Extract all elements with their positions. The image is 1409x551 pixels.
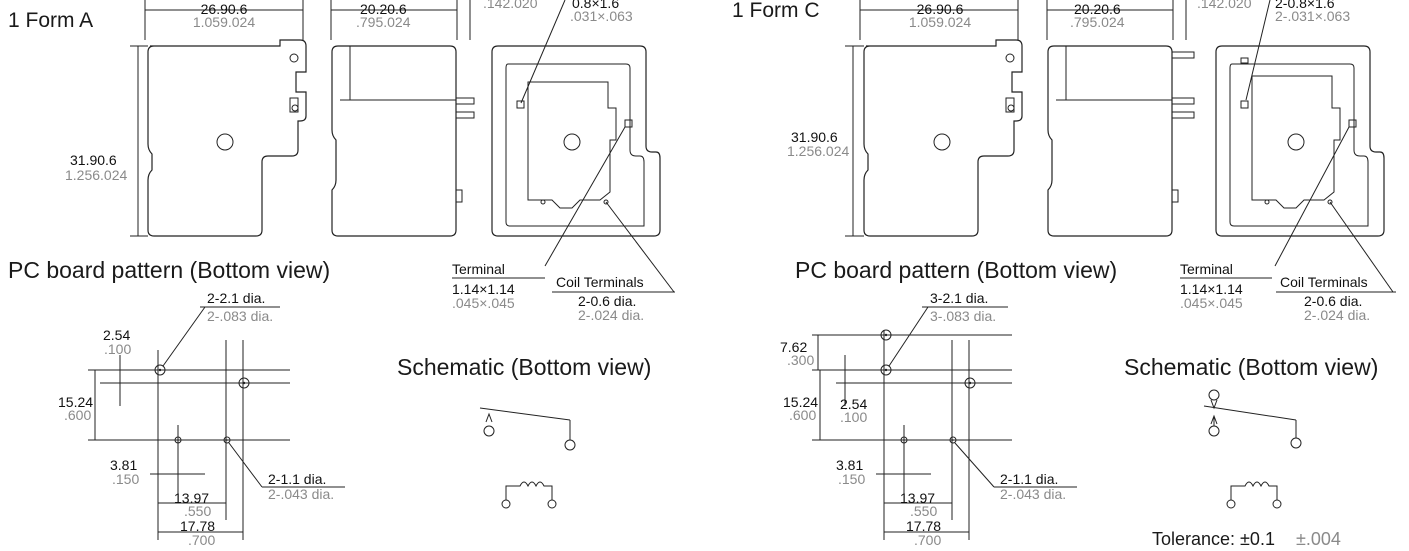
depth-in: .795.024 xyxy=(1070,14,1125,30)
schematic-title: Schematic (Bottom view) xyxy=(397,354,651,380)
pcb-pattern: 3-2.1 dia. 3-.083 dia. 7.62 .300 2.54 .1… xyxy=(780,290,1077,548)
panel-title: 1 Form C xyxy=(732,0,820,22)
hole-mm: 0.8×1.6 xyxy=(572,0,619,11)
d3-in: .150 xyxy=(112,471,139,487)
hole-small-mm: 2-1.1 dia. xyxy=(268,471,326,487)
terminal-mm: 1.14×1.14 xyxy=(452,281,515,297)
height-mm: 31.90.6 xyxy=(791,129,838,145)
d2-in: .600 xyxy=(789,407,816,423)
depth-in: .795.024 xyxy=(356,14,411,30)
schematic-title: Schematic (Bottom view) xyxy=(1124,354,1378,380)
height-mm: 31.90.6 xyxy=(70,152,117,168)
relay-front-view xyxy=(863,39,1023,237)
pcb-title: PC board pattern (Bottom view) xyxy=(795,257,1117,283)
d2-in: .600 xyxy=(64,407,91,423)
relay-side-view: 20.20.6 .795.024 .142.020 xyxy=(1046,0,1252,237)
coil-label: Coil Terminals xyxy=(556,274,644,290)
relay-bottom-view: 2-0.8×1.6 2-.031×.063 xyxy=(1215,0,1394,293)
small-dim-in: .142.020 xyxy=(483,0,538,11)
d5-mm: 17.78 xyxy=(180,518,215,534)
d1-mm: 2.54 xyxy=(103,327,130,343)
hole-small-in: 2-.043 dia. xyxy=(268,486,334,502)
d4-mm: 13.97 xyxy=(900,490,935,506)
terminal-in: .045×.045 xyxy=(452,295,515,311)
height-in: 1.256.024 xyxy=(787,143,849,159)
hole-mm: 2-0.8×1.6 xyxy=(1275,0,1335,11)
relay-bottom-view: 0.8×1.6 .031×.063 xyxy=(491,0,675,293)
hole-small-mm: 2-1.1 dia. xyxy=(1000,471,1058,487)
terminal-mm: 1.14×1.14 xyxy=(1180,281,1243,297)
hole-large-mm: 2-2.1 dia. xyxy=(207,290,265,306)
relay-side-view: 20.20.6 .795.024 .142.020 xyxy=(330,0,538,237)
terminal-callout: Terminal 1.14×1.14 .045×.045 xyxy=(452,261,545,311)
coil-mm: 2-0.6 dia. xyxy=(1304,293,1362,309)
hole-in: .031×.063 xyxy=(570,8,633,24)
d2-mm: 15.24 xyxy=(58,394,93,410)
d0-mm: 7.62 xyxy=(780,339,807,355)
hole-large-mm: 3-2.1 dia. xyxy=(930,290,988,306)
width-mm: 26.90.6 xyxy=(201,1,248,17)
d5-in: .700 xyxy=(188,532,215,548)
width-in: 1.059.024 xyxy=(909,14,971,30)
coil-mm: 2-0.6 dia. xyxy=(578,293,636,309)
d5-mm: 17.78 xyxy=(906,518,941,534)
d3-in: .150 xyxy=(838,471,865,487)
d0-in: .300 xyxy=(787,352,814,368)
d5-in: .700 xyxy=(914,532,941,548)
coil-callout: Coil Terminals 2-0.6 dia. 2-.024 dia. xyxy=(1276,274,1396,323)
height-in: 1.256.024 xyxy=(65,167,127,183)
height-dimension: 31.90.6 1.256.024 xyxy=(787,45,864,237)
coil-callout: Coil Terminals 2-0.6 dia. 2-.024 dia. xyxy=(552,274,675,323)
small-dim-in: .142.020 xyxy=(1197,0,1252,11)
width-dimension: 26.90.6 1.059.024 xyxy=(859,0,1019,40)
terminal-callout: Terminal 1.14×1.14 .045×.045 xyxy=(1180,261,1272,311)
d3-mm: 3.81 xyxy=(836,457,863,473)
tolerance-note: Tolerance: ±0.1 ±.004 xyxy=(1152,529,1341,549)
d4-in: .550 xyxy=(910,503,937,519)
width-dimension: 26.90.6 1.059.024 xyxy=(144,0,304,40)
coil-in: 2-.024 dia. xyxy=(578,307,644,323)
d4-mm: 13.97 xyxy=(174,490,209,506)
d1-in: .100 xyxy=(104,341,131,357)
pcb-title: PC board pattern (Bottom view) xyxy=(8,257,330,283)
d2-mm: 15.24 xyxy=(783,394,818,410)
width-in: 1.059.024 xyxy=(193,14,255,30)
hole-large-in: 2-.083 dia. xyxy=(207,308,273,324)
coil-in: 2-.024 dia. xyxy=(1304,307,1370,323)
panel-form-a: 1 Form A 26.90.6 1.059.024 31.90.6 1.256… xyxy=(8,0,675,548)
schematic: Schematic (Bottom view) xyxy=(397,354,651,509)
coil-label: Coil Terminals xyxy=(1280,274,1368,290)
relay-front-view xyxy=(147,39,307,237)
schematic: Schematic (Bottom view) xyxy=(1124,354,1378,509)
hole-small-in: 2-.043 dia. xyxy=(1000,486,1066,502)
d3-mm: 3.81 xyxy=(110,457,137,473)
d1-in: .100 xyxy=(840,409,867,425)
depth-mm: 20.20.6 xyxy=(1074,1,1121,17)
hole-in: 2-.031×.063 xyxy=(1275,8,1350,24)
terminal-label: Terminal xyxy=(1180,261,1233,277)
hole-large-in: 3-.083 dia. xyxy=(930,308,996,324)
terminal-label: Terminal xyxy=(452,261,505,277)
d1-mm: 2.54 xyxy=(840,396,867,412)
pcb-pattern: 2-2.1 dia. 2-.083 dia. 2.54 .100 15.24 .… xyxy=(58,290,345,548)
depth-mm: 20.20.6 xyxy=(360,1,407,17)
width-mm: 26.90.6 xyxy=(917,1,964,17)
panel-title: 1 Form A xyxy=(8,9,93,32)
terminal-in: .045×.045 xyxy=(1180,295,1243,311)
tolerance-label: Tolerance: ±0.1 xyxy=(1152,529,1275,549)
d4-in: .550 xyxy=(184,503,211,519)
panel-form-c: 1 Form C 26.90.6 1.059.024 31.90.6 1.256… xyxy=(732,0,1396,549)
tolerance-inch: ±.004 xyxy=(1296,529,1341,549)
height-dimension: 31.90.6 1.256.024 xyxy=(65,45,148,237)
